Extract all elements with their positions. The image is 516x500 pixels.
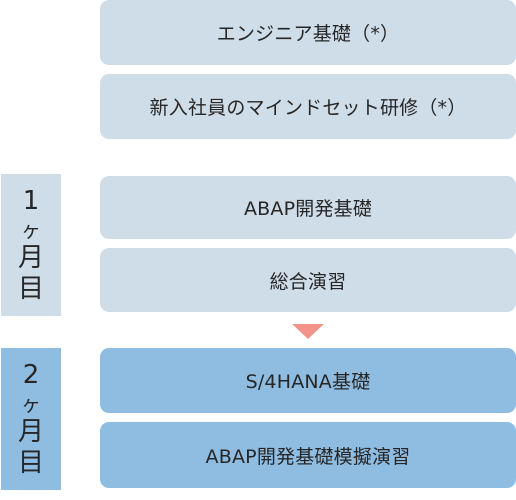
period-label-month-2: 2 ヶ 月 目 — [1, 348, 61, 490]
period-number: 1 — [22, 185, 40, 216]
box-label: 総合演習 — [269, 270, 347, 293]
box-engineer-basics: エンジニア基礎（*） — [100, 0, 516, 65]
box-label: 新入社員のマインドセット研修（*） — [149, 97, 467, 119]
box-abap-mock-exercise: ABAP開発基礎模擬演習 — [100, 422, 516, 488]
box-s4hana-basics: S/4HANA基礎 — [100, 348, 516, 413]
period-counter: ヶ — [21, 217, 41, 242]
box-label: ABAP開発基礎模擬演習 — [205, 445, 411, 468]
box-abap-dev-basics: ABAP開発基礎 — [100, 176, 516, 239]
box-comprehensive-exercise: 総合演習 — [100, 248, 516, 312]
period-month: 月 — [17, 242, 44, 273]
period-eye: 目 — [17, 447, 44, 478]
period-month: 月 — [17, 416, 44, 447]
period-counter: ヶ — [21, 391, 41, 416]
period-label-month-1: 1 ヶ 月 目 — [1, 174, 61, 316]
period-eye: 目 — [17, 273, 44, 304]
box-label: ABAP開発基礎 — [243, 198, 373, 220]
box-label: エンジニア基礎（*） — [216, 23, 400, 45]
down-arrow-icon — [292, 324, 324, 339]
box-mindset-training: 新入社員のマインドセット研修（*） — [100, 74, 516, 139]
period-number: 2 — [22, 359, 40, 390]
box-label: S/4HANA基礎 — [245, 371, 371, 393]
